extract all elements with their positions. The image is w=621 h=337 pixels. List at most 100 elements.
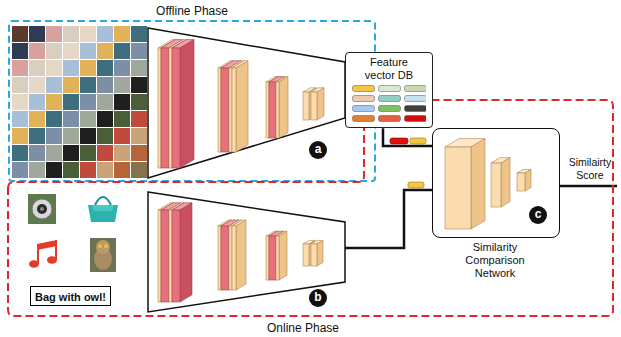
thumbnail <box>114 60 130 76</box>
layer-side <box>221 220 231 290</box>
layer-front <box>266 82 269 138</box>
thumbnail <box>46 26 62 42</box>
layer-front <box>218 226 221 290</box>
layer-front <box>221 68 229 152</box>
bag-flap <box>92 205 114 211</box>
cnn-encoder: b <box>148 190 345 314</box>
region-border <box>8 100 613 316</box>
thumbnail <box>114 77 130 93</box>
thumbnail <box>114 162 130 178</box>
thumbnail <box>12 111 28 127</box>
thumbnail <box>97 43 113 59</box>
callout-circle: b <box>309 289 327 307</box>
stored-vector <box>405 86 427 92</box>
layer-front <box>169 210 172 302</box>
stored-vector <box>405 106 427 112</box>
layer-side <box>279 231 287 280</box>
thumbnail <box>63 94 79 110</box>
thumbnail <box>63 26 79 42</box>
layer-front <box>491 163 501 207</box>
heading-holder: Online Phase <box>8 318 598 336</box>
thumbnail <box>114 145 130 161</box>
heading-holder: Similarity Comparison Network <box>455 241 535 281</box>
layer-side <box>317 88 324 120</box>
thumbnail <box>46 128 62 144</box>
thumbnail <box>97 77 113 93</box>
layer-side <box>269 77 278 138</box>
callout-letter: c <box>529 206 547 223</box>
thumbnail <box>63 77 79 93</box>
layer-side <box>525 169 531 191</box>
callout-circle: a <box>309 141 327 159</box>
thumbnail <box>80 43 96 59</box>
thumbnail <box>63 60 79 76</box>
layer-front <box>445 147 471 229</box>
layer-front <box>269 236 276 280</box>
thumbnail <box>97 94 113 110</box>
thumbnail <box>12 128 28 144</box>
thumbnail <box>97 145 113 161</box>
thumbnail <box>80 60 96 76</box>
thumbnail <box>131 26 147 42</box>
thumbnail <box>46 77 62 93</box>
feature-vector <box>390 138 408 144</box>
layer-front <box>172 210 180 302</box>
bag-icon <box>88 197 118 222</box>
layer-side <box>236 61 248 152</box>
thumbnail <box>12 145 28 161</box>
callout-circle: c <box>529 206 547 224</box>
feature-database: Feature vector DB <box>345 52 433 128</box>
layer-front <box>158 210 161 302</box>
callout-letter: b <box>309 289 327 306</box>
thumbnail <box>29 162 45 178</box>
thumbnail <box>114 94 130 110</box>
thumbnail <box>80 94 96 110</box>
layer-side <box>161 203 173 302</box>
similarity-network: cSimilarity Comparison Network <box>432 128 560 238</box>
thumbnail <box>131 162 147 178</box>
thumbnail <box>80 128 96 144</box>
thumbnail <box>131 94 147 110</box>
layer-side <box>236 220 246 290</box>
phase-heading: Online Phase <box>267 321 339 335</box>
thumbnail <box>131 43 147 59</box>
thumbnail <box>46 162 62 178</box>
layer-front <box>276 82 279 138</box>
layer-side <box>221 61 233 152</box>
thumbnail <box>29 145 45 161</box>
thumbnail <box>131 60 147 76</box>
connector <box>345 190 432 248</box>
thumbnail <box>12 60 28 76</box>
owl-eye <box>98 244 102 248</box>
layer-side <box>180 40 194 168</box>
label-holder: Similairty Score <box>561 156 619 181</box>
layer-front <box>276 236 279 280</box>
stored-vector <box>379 96 401 102</box>
stored-vector <box>379 116 401 122</box>
heading-holder: Offline Phase <box>8 1 376 19</box>
thumbnail <box>97 60 113 76</box>
layer-front <box>311 92 317 120</box>
lens-glint <box>40 207 44 211</box>
score-output-line <box>560 185 617 188</box>
network-title: Similarity Comparison Network <box>455 241 535 281</box>
thumbnail <box>46 60 62 76</box>
thumbnail <box>63 128 79 144</box>
callout-letter: a <box>309 141 327 158</box>
layer-side <box>317 240 323 266</box>
layer-front <box>232 68 236 152</box>
text-holder: Bag with owl! <box>35 287 106 305</box>
layer-front <box>158 48 161 168</box>
thumbnail <box>80 26 96 42</box>
layer-side <box>169 203 181 302</box>
stored-vector <box>405 116 427 122</box>
thumbnail <box>46 111 62 127</box>
thumbnail <box>80 111 96 127</box>
thumbnail <box>80 162 96 178</box>
stored-vector <box>379 86 401 92</box>
stored-vector <box>405 96 427 102</box>
layer-front <box>169 48 172 168</box>
stored-vector <box>353 96 375 102</box>
output-label: Similairty Score <box>561 156 619 181</box>
layer-side <box>471 139 485 229</box>
